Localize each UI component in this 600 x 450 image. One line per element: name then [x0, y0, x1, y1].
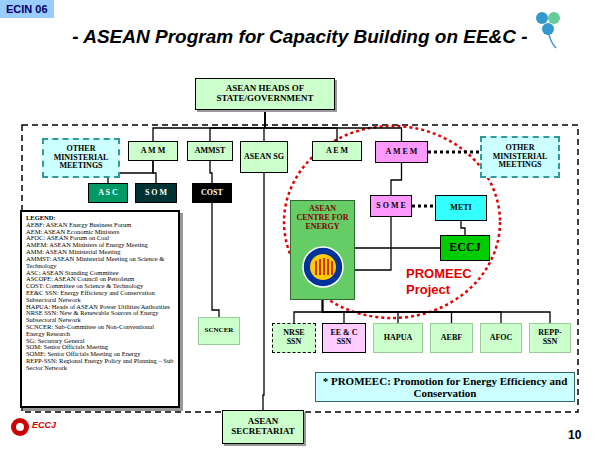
logo-text: ECCJ: [32, 420, 56, 430]
org-box: ASEAN SG: [240, 141, 288, 173]
legend-entry: NRSE SSN: New & Renewable Sources of Ene…: [26, 310, 174, 324]
node-text: A M E M: [386, 148, 418, 157]
node-text: A E M: [326, 147, 348, 156]
asean-emblem: [301, 245, 345, 289]
node-text: COST: [201, 189, 223, 198]
node-text: SCNCER: [205, 327, 234, 335]
head-box: ASEAN HEADS OF STATE/GOVERNMENT: [195, 78, 335, 110]
eccj-logo-mark: [16, 423, 24, 431]
promeec-ellipse: [284, 126, 500, 318]
legend-entry: ASCOPE: ASEAN Council on Petroleum: [26, 276, 134, 283]
legend-entry: ASC: ASEAN Standing Committee: [26, 270, 119, 277]
legend-entry: SG: Secretary General: [26, 338, 84, 345]
node-text: ECCJ: [449, 241, 480, 254]
note-box: * PROMEEC: Promotion for Energy Efficien…: [315, 372, 575, 402]
legend-entry: AMEM: ASEAN Ministers of Energy Meeting: [26, 242, 148, 249]
org-box: COST: [192, 183, 232, 203]
slide-tag: ECIN 06: [0, 0, 54, 18]
network-box: EE & C SSN: [322, 323, 366, 353]
network-box: SCNCER: [198, 317, 240, 345]
connector-line: [355, 217, 391, 270]
org-box: A M M: [128, 141, 178, 161]
legend-entry: SCNCER: Sub-Committee on Non-Conventiona…: [26, 324, 174, 338]
network-box: NRSE SSN: [272, 323, 316, 353]
legend-entry: SOME: Senior Officials Meeting on Energy: [26, 351, 140, 358]
eccj-logo-mark: [11, 418, 29, 436]
connector-line: [212, 203, 219, 317]
connector-line: [210, 110, 265, 141]
legend-box: LEGEND:AEBF: ASEAN Energy Business Forum…: [20, 210, 180, 408]
connector-line: [391, 163, 402, 195]
connector-line: [323, 300, 551, 323]
legend-entry: HAPUA: Heads of ASEAN Power Utilities/Au…: [26, 304, 170, 311]
legend-entry: SOM: Senior Officials Meeting: [26, 344, 108, 351]
connector-line: [265, 110, 337, 141]
node-text: OTHER MINISTERIAL MEETINGS: [47, 145, 115, 171]
connector-line: [153, 161, 156, 183]
network-box: AFOC: [480, 323, 522, 353]
ministerial-box: OTHER MINISTERIAL MEETINGS: [480, 136, 560, 178]
node-text: ASEAN SG: [244, 153, 284, 162]
node-text: EE & C SSN: [326, 329, 362, 347]
legend-entry: AEM: ASEAN Economic Ministers: [26, 229, 119, 236]
legend-entry: AFOC: ASEAN Forum on Coal: [26, 235, 109, 242]
legend-entry: AMMST: ASEAN Ministerial Meeting on Scie…: [26, 256, 174, 270]
node-text: HAPUA: [384, 334, 412, 343]
node-text: ASEAN SECRETARIAT: [226, 417, 300, 437]
legend-entry: AEBF: ASEAN Energy Business Forum: [26, 222, 131, 229]
legend-entry: EE&C SSN: Energy Efficiency and Conserva…: [26, 290, 174, 304]
org-box: A S C: [88, 183, 128, 203]
connector-line: [263, 173, 264, 410]
connector-line: [265, 110, 402, 141]
node-text: REPP-SSN: [533, 329, 567, 347]
ministerial-box: OTHER MINISTERIAL MEETINGS: [42, 138, 120, 178]
node-text: AEBF: [441, 334, 462, 343]
network-box: AEBF: [430, 323, 473, 353]
connector-line: [294, 300, 323, 323]
page-number: 10: [568, 428, 581, 442]
connector-line: [153, 110, 265, 141]
node-text: * PROMEEC: Promotion for Energy Efficien…: [319, 375, 571, 399]
node-text: AFOC: [490, 334, 513, 343]
org-box: S O M: [135, 183, 177, 203]
node-text: S O M: [145, 189, 167, 198]
secretariat-box: ASEAN SECRETARIAT: [222, 410, 304, 444]
network-box: REPP-SSN: [529, 323, 571, 353]
org-box: S O M E: [370, 195, 412, 217]
connector-line: [355, 247, 440, 248]
node-text: METI: [450, 204, 471, 213]
project-label: PROMEEC Project: [406, 266, 478, 297]
connector-line: [428, 151, 480, 154]
legend-entry: COST: Committee on Science & Technology: [26, 283, 143, 290]
node-text: A S C: [98, 189, 118, 198]
node-text: OTHER MINISTERIAL MEETINGS: [485, 144, 555, 170]
org-box: METI: [435, 195, 487, 221]
clover-logo: [536, 12, 560, 48]
node-text: ASEAN CENTRE FOR ENERGY: [294, 205, 351, 231]
legend-entry: LEGEND:: [26, 215, 56, 222]
node-text: S O M E: [376, 202, 406, 211]
network-box: HAPUA: [373, 323, 423, 353]
node-text: AMMST: [195, 147, 226, 156]
node-text: ASEAN HEADS OF STATE/GOVERNMENT: [199, 84, 331, 104]
org-box: A E M: [312, 141, 362, 161]
slide-title: - ASEAN Program for Capacity Building on…: [0, 26, 600, 48]
connector-line: [210, 161, 212, 183]
legend-entry: REPP-SSN: Regional Energy Policy and Pla…: [26, 358, 174, 372]
connector-line: [412, 205, 435, 208]
legend-entry: AMM: ASEAN Ministerial Meeting: [26, 249, 120, 256]
centre-box: ASEAN CENTRE FOR ENERGY: [290, 200, 355, 300]
node-text: NRSE SSN: [276, 329, 312, 347]
org-box: AMMST: [187, 141, 233, 161]
org-box: ECCJ: [440, 235, 490, 261]
org-box: A M E M: [375, 141, 428, 163]
node-text: A M M: [141, 147, 165, 156]
connector-line: [461, 221, 465, 235]
